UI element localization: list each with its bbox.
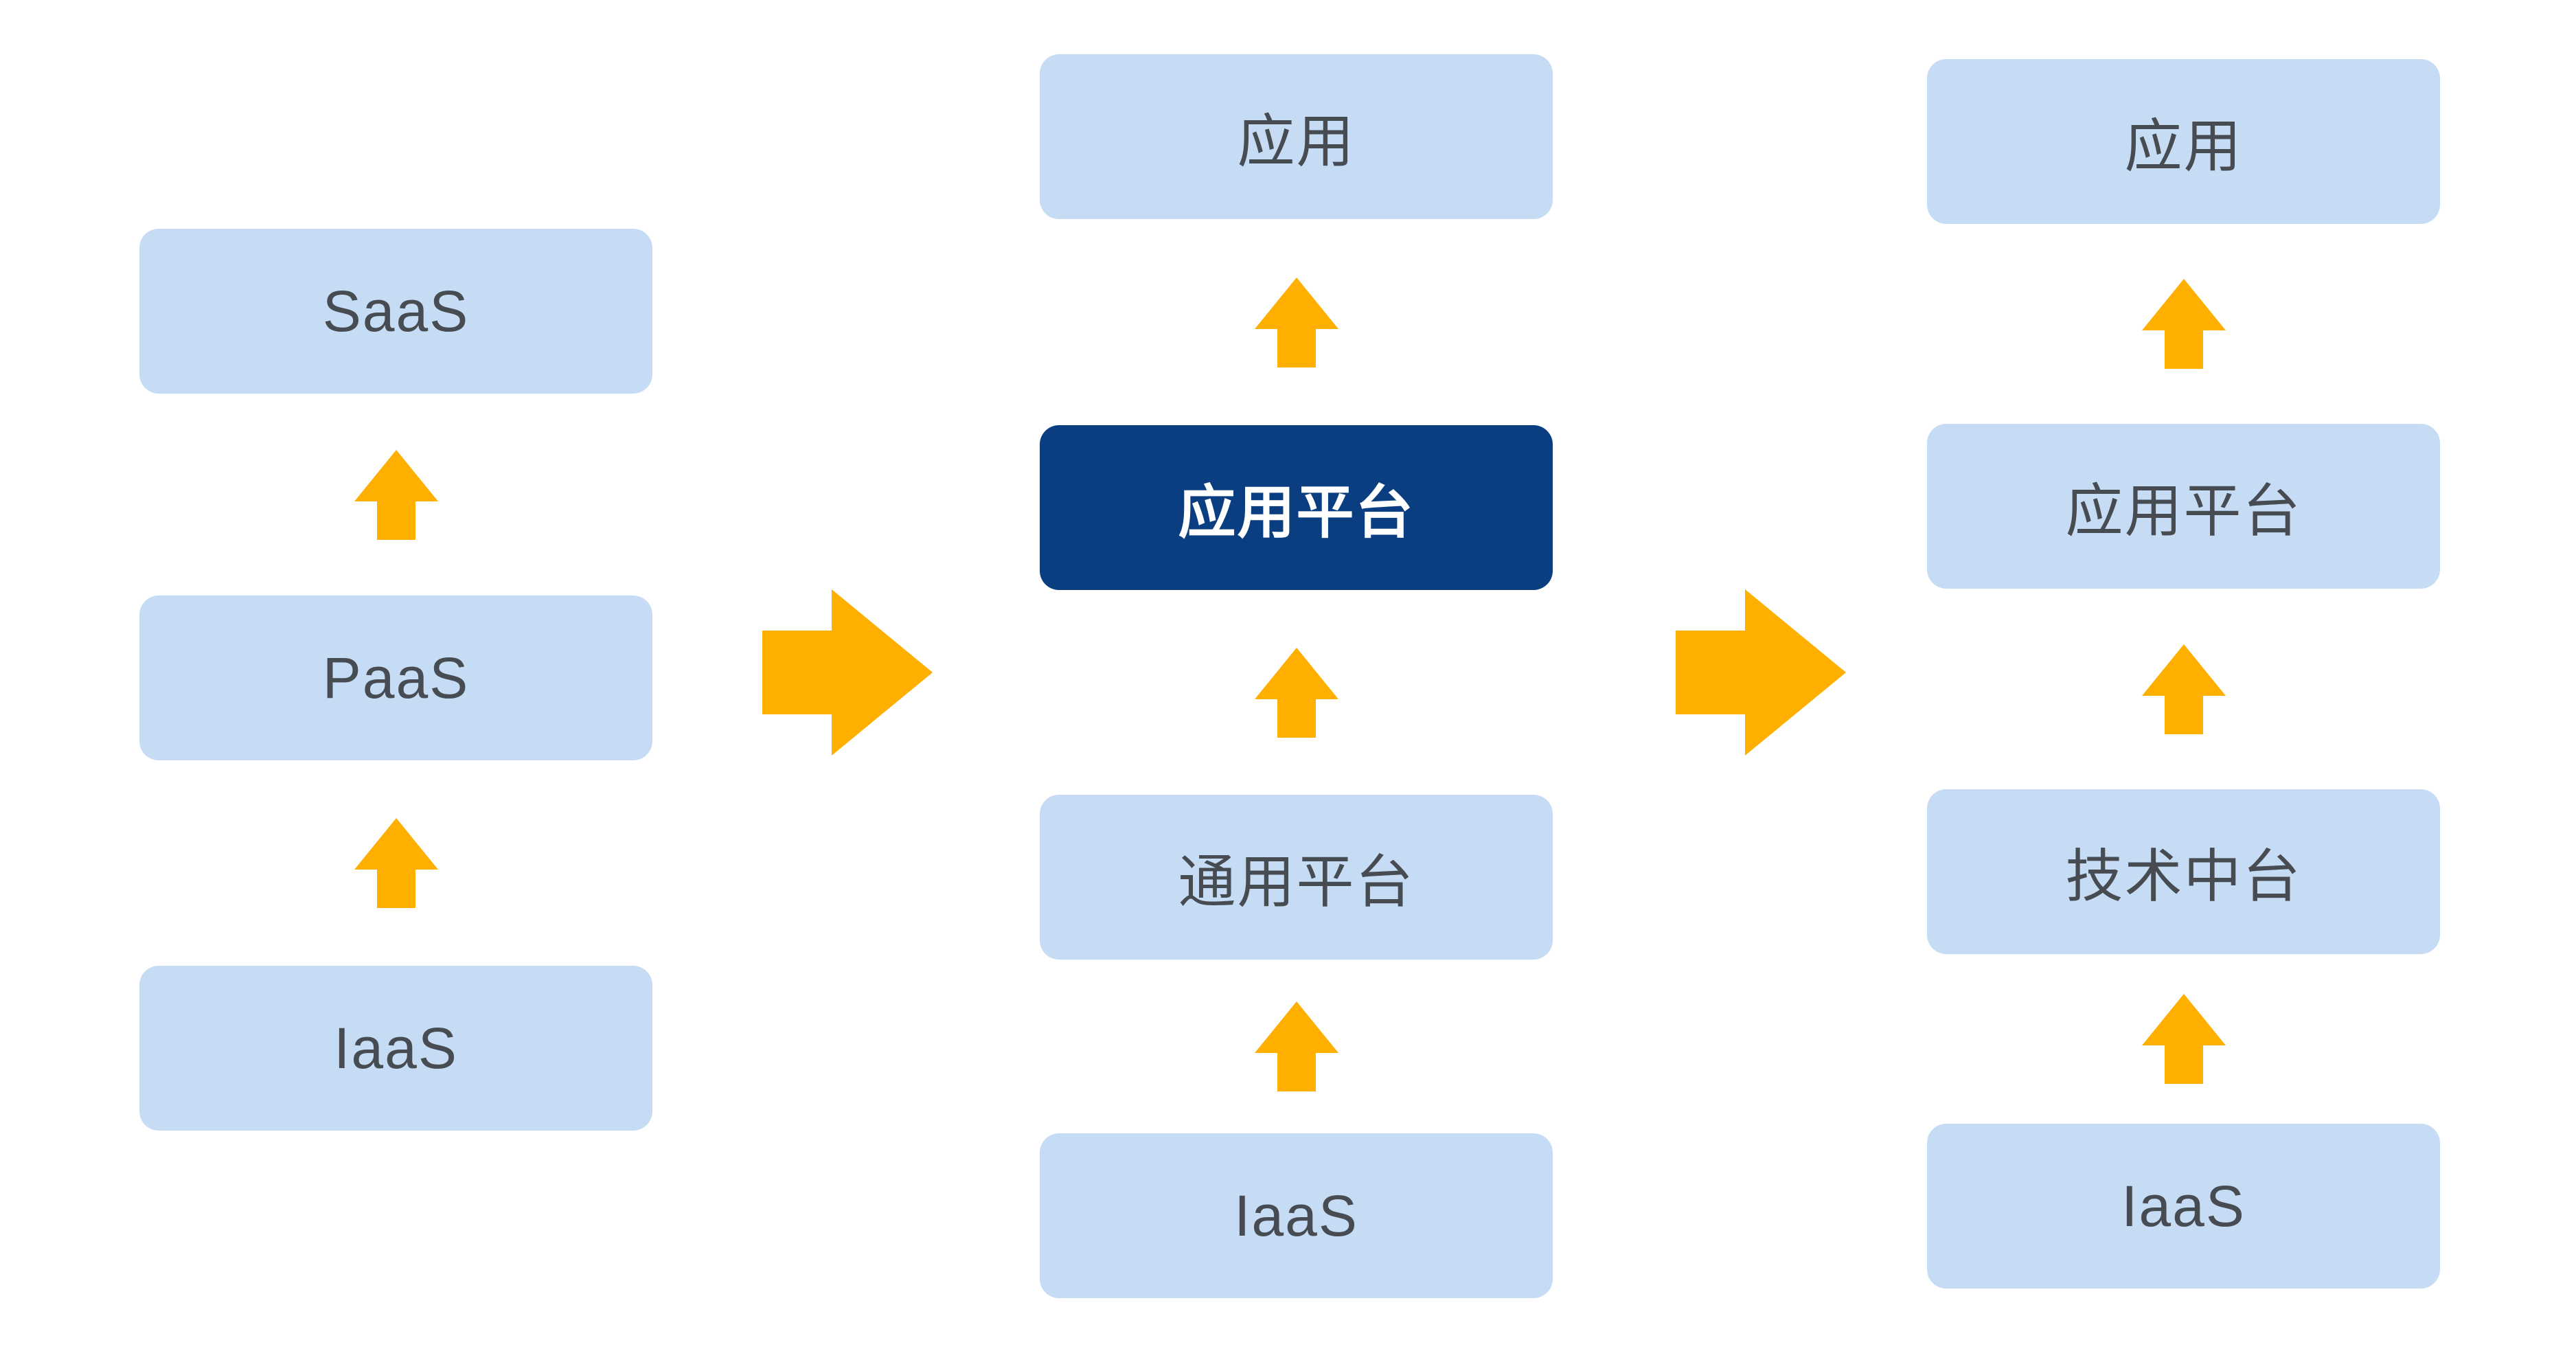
stack-column-tech-middle-platform: 应用 应用平台 技术中台 IaaS <box>1927 59 2440 1289</box>
box-app-platform-label: 应用平台 <box>1178 479 1415 545</box>
right-arrow-icon <box>762 589 933 756</box>
box-iaas: IaaS <box>1040 1133 1553 1298</box>
arrow-gap <box>139 760 652 966</box>
up-arrow-icon <box>1254 647 1338 738</box>
box-paas-label: PaaS <box>322 645 470 710</box>
up-arrow-icon <box>2141 644 2226 734</box>
up-arrow-stem <box>2164 1045 2203 1084</box>
stack-column-cloud-services: SaaS PaaS IaaS <box>139 229 652 1131</box>
up-arrow-icon <box>2141 994 2226 1084</box>
up-arrow-head <box>1254 1001 1338 1053</box>
box-iaas: IaaS <box>139 966 652 1131</box>
box-saas: SaaS <box>139 229 652 394</box>
arrow-gap <box>1927 954 2440 1124</box>
right-arrow-head <box>1745 589 1846 756</box>
box-app-label: 应用 <box>2124 113 2243 179</box>
box-app-platform-label: 应用平台 <box>2065 478 2302 543</box>
up-arrow-icon <box>1254 277 1338 367</box>
up-arrow-icon <box>1254 1001 1338 1091</box>
up-arrow-stem <box>2164 330 2203 369</box>
up-arrow-icon <box>354 818 438 908</box>
arrow-gap <box>1040 590 1553 795</box>
right-arrow-tail <box>1676 631 1747 714</box>
box-common-platform-label: 通用平台 <box>1178 849 1415 914</box>
box-app-platform-highlighted: 应用平台 <box>1040 425 1553 590</box>
arrow-gap <box>139 394 652 596</box>
arrow-gap <box>1040 219 1553 425</box>
box-iaas-label: IaaS <box>334 1015 458 1080</box>
box-app: 应用 <box>1040 54 1553 219</box>
up-arrow-head <box>1254 647 1338 699</box>
up-arrow-stem <box>376 870 415 908</box>
up-arrow-stem <box>1277 699 1316 738</box>
stack-column-app-platform: 应用 应用平台 通用平台 IaaS <box>1040 54 1553 1298</box>
up-arrow-icon <box>2141 279 2226 369</box>
right-arrow-icon <box>1676 589 1846 756</box>
up-arrow-stem <box>1277 328 1316 367</box>
up-arrow-head <box>354 449 438 501</box>
arrow-gap <box>1927 224 2440 424</box>
box-iaas-label: IaaS <box>1234 1183 1358 1248</box>
box-tech-middle-platform-label: 技术中台 <box>2065 843 2302 909</box>
box-iaas: IaaS <box>1927 1124 2440 1289</box>
right-arrow-tail <box>762 631 834 714</box>
arrow-gap <box>1927 589 2440 789</box>
box-common-platform: 通用平台 <box>1040 795 1553 960</box>
box-iaas-label: IaaS <box>2121 1173 2246 1238</box>
arrow-gap <box>1040 960 1553 1133</box>
box-paas: PaaS <box>139 596 652 760</box>
right-arrow-head <box>832 589 933 756</box>
box-app-label: 应用 <box>1237 109 1356 174</box>
up-arrow-stem <box>1277 1053 1316 1091</box>
up-arrow-stem <box>376 501 415 540</box>
up-arrow-head <box>2141 994 2226 1045</box>
up-arrow-head <box>1254 277 1338 329</box>
up-arrow-head <box>354 818 438 870</box>
up-arrow-head <box>2141 644 2226 696</box>
up-arrow-stem <box>2164 695 2203 734</box>
box-app: 应用 <box>1927 59 2440 224</box>
up-arrow-icon <box>354 449 438 540</box>
box-app-platform: 应用平台 <box>1927 424 2440 589</box>
up-arrow-head <box>2141 279 2226 330</box>
box-saas-label: SaaS <box>322 278 470 343</box>
box-tech-middle-platform: 技术中台 <box>1927 789 2440 954</box>
